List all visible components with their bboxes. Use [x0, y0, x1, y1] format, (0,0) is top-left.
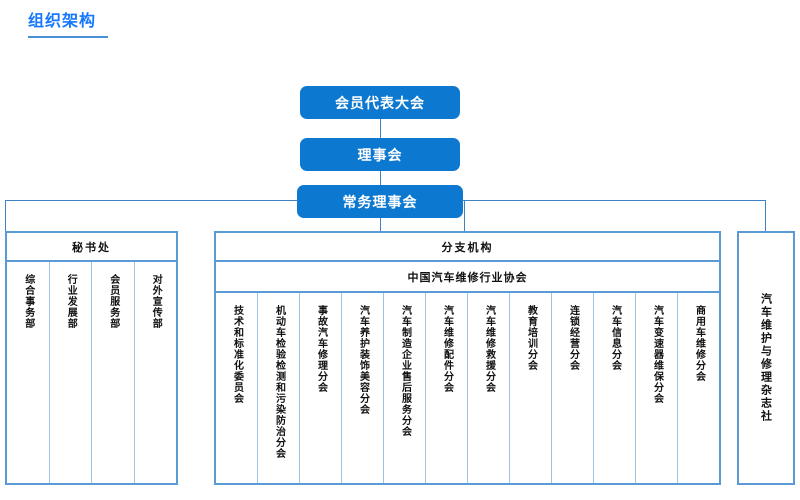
title-underline-rule	[28, 36, 108, 38]
page-title: 组织架构	[28, 11, 97, 30]
branch-unit-label: 事故汽车修理分会	[315, 305, 327, 393]
branch-unit-row: 技术和标准化委员会 机动车检验检测和污染防治分会 事故汽车修理分会 汽车养护装饰…	[216, 293, 719, 483]
branch-unit-label: 汽车制造企业售后服务分会	[399, 305, 411, 437]
branch-unit[interactable]: 教育培训分会	[510, 293, 552, 483]
secretariat-department-label: 行业发展部	[65, 274, 77, 329]
branch-unit[interactable]: 汽车制造企业售后服务分会	[384, 293, 426, 483]
node-standing-council[interactable]: 常务理事会	[297, 185, 463, 218]
group-magazine[interactable]: 汽车维护与修理杂志社	[737, 231, 795, 485]
group-secretariat-header: 秘书处	[7, 233, 176, 262]
branch-unit-label: 机动车检验检测和污染防治分会	[273, 305, 285, 459]
branch-unit-label: 汽车变速器维保分会	[651, 305, 663, 404]
branch-unit[interactable]: 连锁经营分会	[552, 293, 594, 483]
branch-unit-label: 汽车养护装饰美容分会	[357, 305, 369, 415]
secretariat-department-label: 综合事务部	[22, 274, 34, 329]
branch-unit[interactable]: 汽车变速器维保分会	[636, 293, 678, 483]
connector-standing-to-bus	[380, 218, 381, 231]
magazine-inner: 汽车维护与修理杂志社	[739, 233, 793, 483]
magazine-label: 汽车维护与修理杂志社	[759, 293, 773, 423]
secretariat-department-label: 会员服务部	[107, 274, 119, 329]
branch-unit[interactable]: 机动车检验检测和污染防治分会	[258, 293, 300, 483]
branch-unit[interactable]: 汽车维修配件分会	[426, 293, 468, 483]
group-secretariat: 秘书处 综合事务部 行业发展部 会员服务部 对外宣传部	[5, 231, 178, 485]
branch-unit-label: 连锁经营分会	[567, 305, 579, 371]
branch-unit-label: 商用车维修分会	[693, 305, 705, 382]
branch-unit-label: 汽车维修配件分会	[441, 305, 453, 393]
branch-unit-label: 教育培训分会	[525, 305, 537, 371]
branch-unit[interactable]: 汽车信息分会	[594, 293, 636, 483]
branch-unit-label: 汽车维修救援分会	[483, 305, 495, 393]
branch-unit[interactable]: 事故汽车修理分会	[300, 293, 342, 483]
secretariat-department[interactable]: 综合事务部	[7, 262, 50, 483]
connector-bus-right	[462, 200, 766, 201]
connector-council-to-standing	[380, 171, 381, 185]
branch-unit-label: 技术和标准化委员会	[231, 305, 243, 404]
node-member-congress[interactable]: 会员代表大会	[300, 86, 460, 119]
connector-drop-branch	[464, 200, 465, 231]
branch-unit[interactable]: 汽车维修救援分会	[468, 293, 510, 483]
secretariat-department[interactable]: 会员服务部	[92, 262, 135, 483]
group-branch-header: 分支机构	[216, 233, 719, 262]
connector-drop-magazine	[765, 200, 766, 231]
group-branch-organizations: 分支机构 中国汽车维修行业协会 技术和标准化委员会 机动车检验检测和污染防治分会…	[214, 231, 721, 485]
secretariat-department[interactable]: 对外宣传部	[135, 262, 177, 483]
secretariat-department[interactable]: 行业发展部	[50, 262, 92, 483]
group-branch-subheader: 中国汽车维修行业协会	[216, 262, 719, 293]
connector-bus-left	[5, 200, 298, 201]
secretariat-department-label: 对外宣传部	[150, 274, 162, 329]
node-council[interactable]: 理事会	[300, 138, 460, 171]
connector-congress-to-council	[380, 119, 381, 138]
branch-unit[interactable]: 汽车养护装饰美容分会	[342, 293, 384, 483]
connector-drop-secretariat	[5, 200, 6, 231]
branch-unit[interactable]: 商用车维修分会	[678, 293, 719, 483]
secretariat-department-row: 综合事务部 行业发展部 会员服务部 对外宣传部	[7, 262, 176, 483]
branch-unit-label: 汽车信息分会	[609, 305, 621, 371]
branch-unit[interactable]: 技术和标准化委员会	[216, 293, 258, 483]
